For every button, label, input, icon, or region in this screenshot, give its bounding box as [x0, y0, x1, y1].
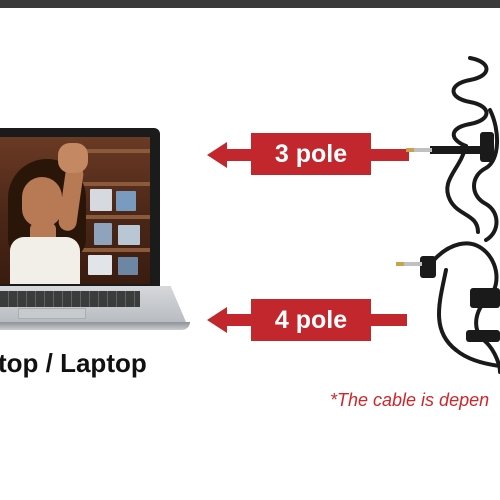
keyboard — [0, 291, 140, 307]
top-bar — [0, 0, 500, 8]
arrow-tail-4pole — [371, 314, 407, 326]
arrow-tail-3pole — [371, 149, 409, 161]
pole-label-4: 4 pole — [251, 299, 371, 341]
pole-label-3: 3 pole — [251, 133, 371, 175]
trackpad — [18, 308, 86, 319]
three-pole-cable-icon — [445, 56, 500, 242]
laptop-front-edge — [0, 322, 190, 330]
four-pole-plug-icon — [396, 256, 500, 342]
arrow-shaft-4pole — [225, 314, 255, 326]
device-label: top / Laptop — [0, 348, 147, 378]
arrow-shaft-3pole — [225, 149, 255, 161]
arrow-left-icon — [207, 142, 227, 168]
arrow-left-icon — [207, 307, 227, 333]
cable-note: *The cable is depen — [330, 390, 490, 410]
three-pole-plug-icon — [406, 132, 494, 162]
video-call-screen — [0, 137, 150, 284]
waving-hand-icon — [58, 143, 88, 173]
